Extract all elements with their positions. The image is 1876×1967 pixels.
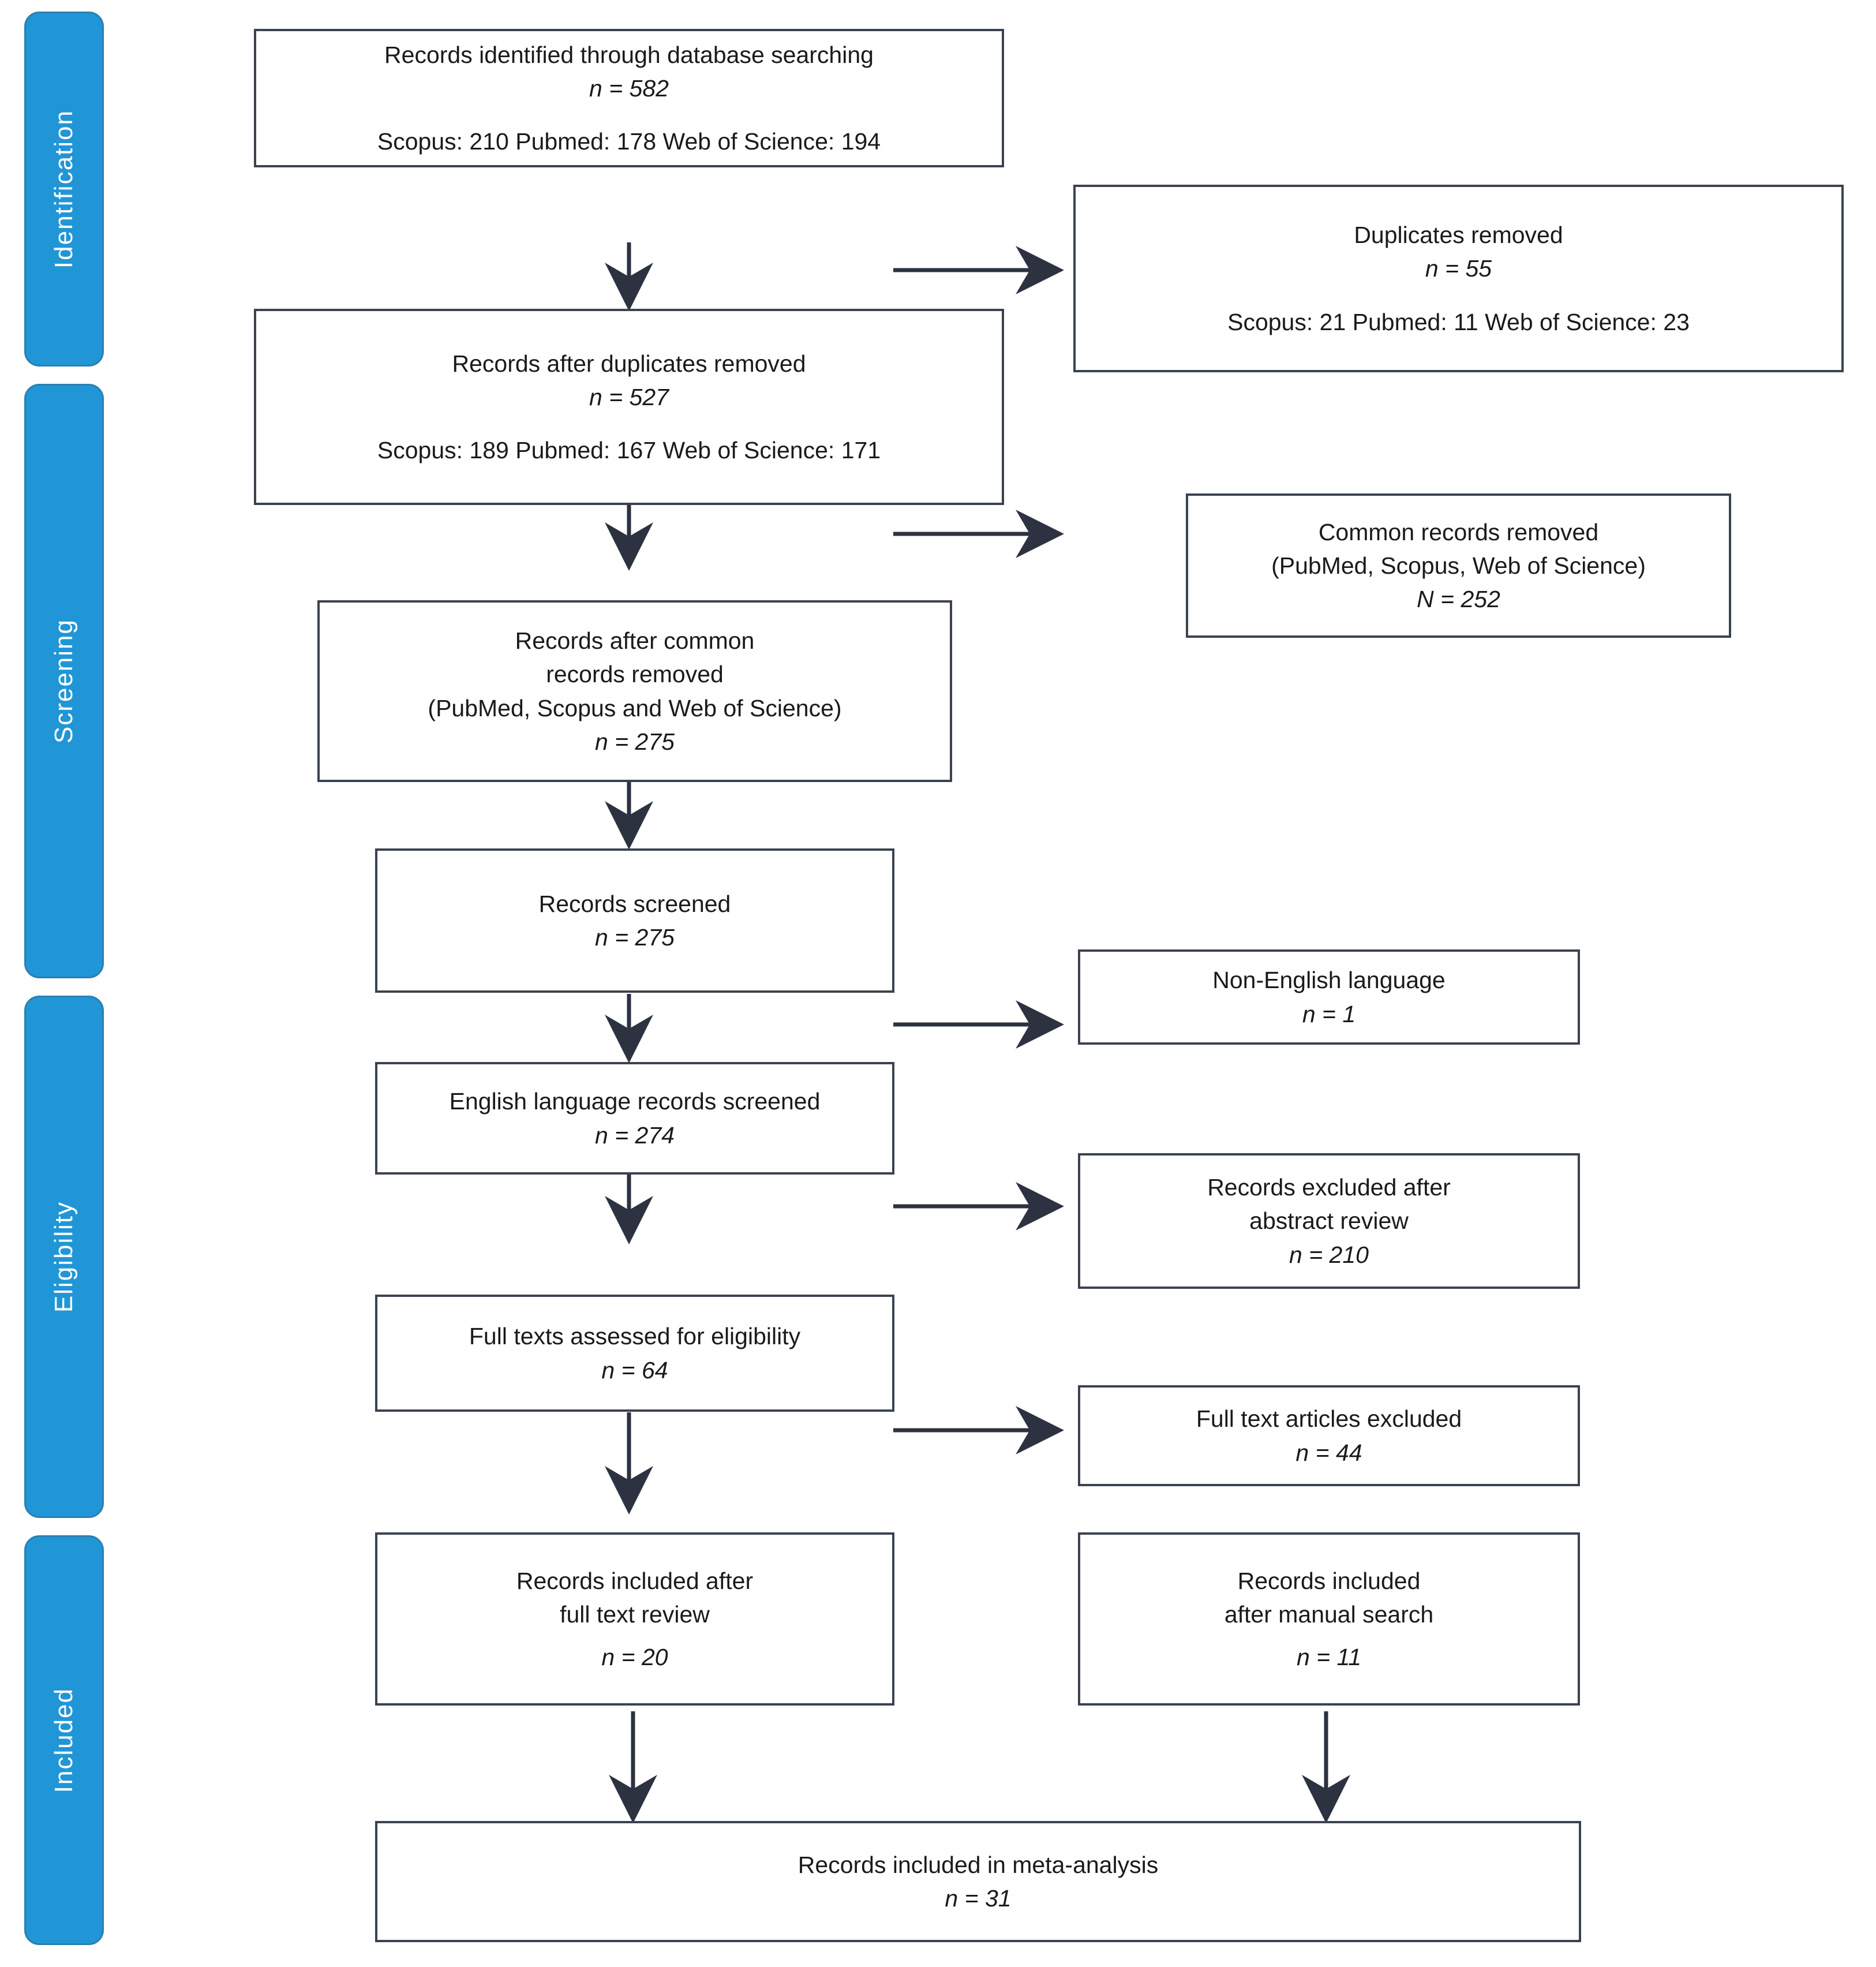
box-records-included-full-text-review: Records included after full text review … — [375, 1532, 894, 1706]
full-texts-assessed-count: n = 64 — [601, 1356, 668, 1383]
full-texts-assessed-title: Full texts assessed for eligibility — [469, 1323, 801, 1350]
box-records-included-meta-analysis: Records included in meta-analysis n = 31 — [375, 1821, 1581, 1942]
after-common-title-2: records removed — [546, 661, 724, 688]
full-text-excluded-title: Full text articles excluded — [1196, 1405, 1462, 1433]
stage-bar-identification: Identification — [24, 12, 104, 367]
stage-label-eligibility: Eligibility — [50, 1201, 78, 1313]
records-screened-count: n = 275 — [595, 924, 675, 951]
stage-label-identification: Identification — [50, 109, 78, 269]
non-english-title: Non-English language — [1212, 967, 1446, 994]
stage-label-screening: Screening — [50, 618, 78, 744]
after-duplicates-title: Records after duplicates removed — [452, 350, 806, 377]
english-screened-count: n = 274 — [595, 1121, 675, 1149]
english-screened-title: English language records screened — [449, 1088, 821, 1115]
after-duplicates-breakdown: Scopus: 189 Pubmed: 167 Web of Science: … — [377, 437, 881, 464]
full-text-excluded-count: n = 44 — [1295, 1439, 1362, 1466]
after-duplicates-count: n = 527 — [589, 383, 669, 410]
box-english-language-records-screened: English language records screened n = 27… — [375, 1062, 894, 1175]
box-records-screened: Records screened n = 275 — [375, 848, 894, 993]
stage-bar-screening: Screening — [24, 384, 104, 978]
after-common-count: n = 275 — [595, 728, 675, 755]
after-common-title-1: Records after common — [515, 627, 755, 655]
box-duplicates-removed: Duplicates removed n = 55 Scopus: 21 Pub… — [1073, 185, 1844, 372]
excluded-abstract-title-1: Records excluded after — [1207, 1174, 1451, 1201]
stage-bar-eligibility: Eligibility — [24, 996, 104, 1518]
common-removed-count: N = 252 — [1417, 586, 1500, 613]
common-removed-title: Common records removed — [1318, 518, 1599, 545]
box-common-records-removed: Common records removed (PubMed, Scopus, … — [1186, 493, 1731, 638]
included-meta-count: n = 31 — [945, 1885, 1012, 1912]
box-records-included-manual-search: Records included after manual search n =… — [1078, 1532, 1580, 1706]
common-removed-sources: (PubMed, Scopus, Web of Science) — [1271, 552, 1646, 579]
box-records-excluded-abstract-review: Records excluded after abstract review n… — [1078, 1153, 1580, 1289]
stage-bar-included: Included — [24, 1535, 104, 1945]
included-meta-title: Records included in meta-analysis — [797, 1851, 1159, 1878]
duplicates-removed-title: Duplicates removed — [1354, 222, 1563, 249]
non-english-count: n = 1 — [1302, 1000, 1356, 1027]
after-common-sources: (PubMed, Scopus and Web of Science) — [428, 694, 842, 721]
excluded-abstract-title-2: abstract review — [1249, 1207, 1409, 1235]
records-identified-count: n = 582 — [589, 74, 669, 102]
box-records-after-duplicates: Records after duplicates removed n = 527… — [254, 309, 1004, 505]
included-manual-title-1: Records included — [1237, 1567, 1421, 1594]
box-full-texts-assessed: Full texts assessed for eligibility n = … — [375, 1295, 894, 1412]
duplicates-removed-breakdown: Scopus: 21 Pubmed: 11 Web of Science: 23 — [1227, 308, 1690, 335]
records-screened-title: Records screened — [538, 890, 731, 917]
box-full-text-articles-excluded: Full text articles excluded n = 44 — [1078, 1385, 1580, 1486]
included-full-text-count: n = 20 — [601, 1644, 668, 1671]
excluded-abstract-count: n = 210 — [1289, 1241, 1369, 1268]
included-manual-count: n = 11 — [1296, 1644, 1362, 1671]
duplicates-removed-count: n = 55 — [1425, 255, 1492, 282]
records-identified-title: Records identified through database sear… — [384, 41, 874, 68]
records-identified-breakdown: Scopus: 210 Pubmed: 178 Web of Science: … — [377, 128, 881, 155]
stage-label-included: Included — [50, 1687, 78, 1793]
included-manual-title-2: after manual search — [1224, 1600, 1434, 1628]
included-full-text-title-1: Records included after — [516, 1567, 754, 1594]
box-non-english-language: Non-English language n = 1 — [1078, 949, 1580, 1045]
included-full-text-title-2: full text review — [560, 1600, 710, 1628]
box-records-identified: Records identified through database sear… — [254, 29, 1004, 167]
box-records-after-common-removed: Records after common records removed (Pu… — [317, 600, 952, 782]
